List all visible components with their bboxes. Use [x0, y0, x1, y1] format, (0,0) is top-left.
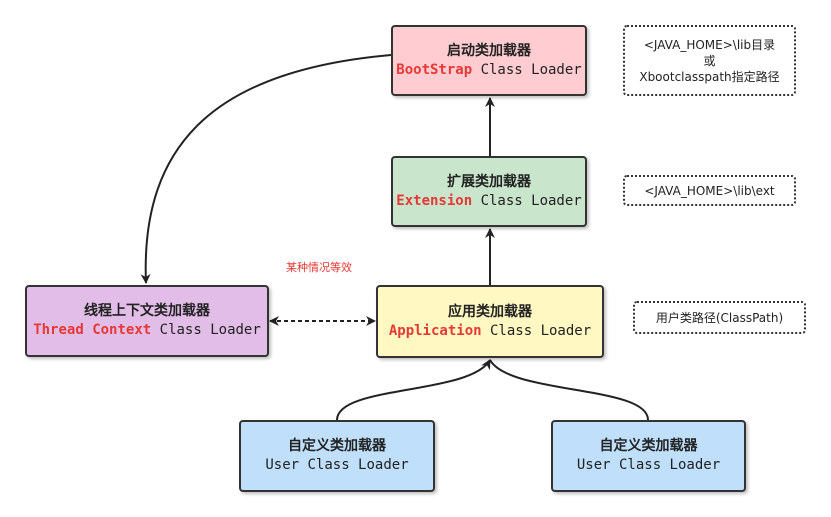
bootstrap-class-loader-node: 启动类加载器 BootStrap Class Loader: [391, 25, 587, 96]
bootstrap-en-highlight: BootStrap: [396, 61, 473, 78]
user-right-cn-label: 自定义类加载器: [599, 438, 698, 454]
user-class-loader-node-left: 自定义类加载器 User Class Loader: [239, 420, 435, 492]
application-class-loader-node: 应用类加载器 Application Class Loader: [376, 285, 604, 358]
thread-context-en-label: Thread Context Class Loader: [33, 321, 261, 340]
application-en-label: Application Class Loader: [389, 322, 591, 341]
edge-bootstrap-to-thread-context: [140, 54, 392, 284]
bootstrap-path-line2: 或: [703, 53, 716, 68]
extension-en-label: Extension Class Loader: [396, 192, 581, 211]
edge-user-left-to-application: [336, 359, 491, 421]
application-path-line1: 用户类路径(ClassPath): [655, 310, 784, 325]
application-cn-label: 应用类加载器: [448, 303, 532, 320]
application-path-note: 用户类路径(ClassPath): [633, 301, 806, 334]
extension-path-note: <JAVA_HOME>\lib\ext: [623, 175, 796, 206]
thread-context-cn-label: 线程上下文类加载器: [84, 303, 210, 319]
extension-en-highlight: Extension: [396, 192, 473, 209]
extension-en-rest: Class Loader: [472, 192, 582, 209]
bootstrap-path-line1: <JAVA_HOME>\lib目录: [643, 37, 776, 52]
user-class-loader-node-right: 自定义类加载器 User Class Loader: [551, 420, 746, 492]
bootstrap-path-line3: Xbootclasspath指定路径: [639, 69, 780, 84]
equivalence-edge-label: 某种情况等效: [286, 261, 352, 274]
user-right-en-label: User Class Loader: [576, 457, 721, 473]
user-left-cn-label: 自定义类加载器: [288, 438, 386, 454]
edge-user-right-to-application: [489, 359, 649, 421]
bootstrap-path-note: <JAVA_HOME>\lib目录 或 Xbootclasspath指定路径: [623, 25, 796, 96]
extension-cn-label: 扩展类加载器: [447, 173, 531, 190]
bootstrap-cn-label: 启动类加载器: [447, 42, 531, 59]
application-en-highlight: Application: [388, 322, 482, 339]
thread-context-en-highlight: Thread Context: [33, 322, 152, 338]
bootstrap-en-label: BootStrap Class Loader: [396, 61, 581, 80]
extension-class-loader-node: 扩展类加载器 Extension Class Loader: [391, 156, 587, 227]
user-left-en-label: User Class Loader: [265, 457, 409, 473]
bootstrap-en-rest: Class Loader: [472, 61, 582, 78]
application-en-rest: Class Loader: [481, 322, 592, 339]
extension-path-line1: <JAVA_HOME>\lib\ext: [644, 183, 775, 198]
thread-context-class-loader-node: 线程上下文类加载器 Thread Context Class Loader: [25, 285, 269, 357]
thread-context-en-rest: Class Loader: [151, 322, 261, 338]
